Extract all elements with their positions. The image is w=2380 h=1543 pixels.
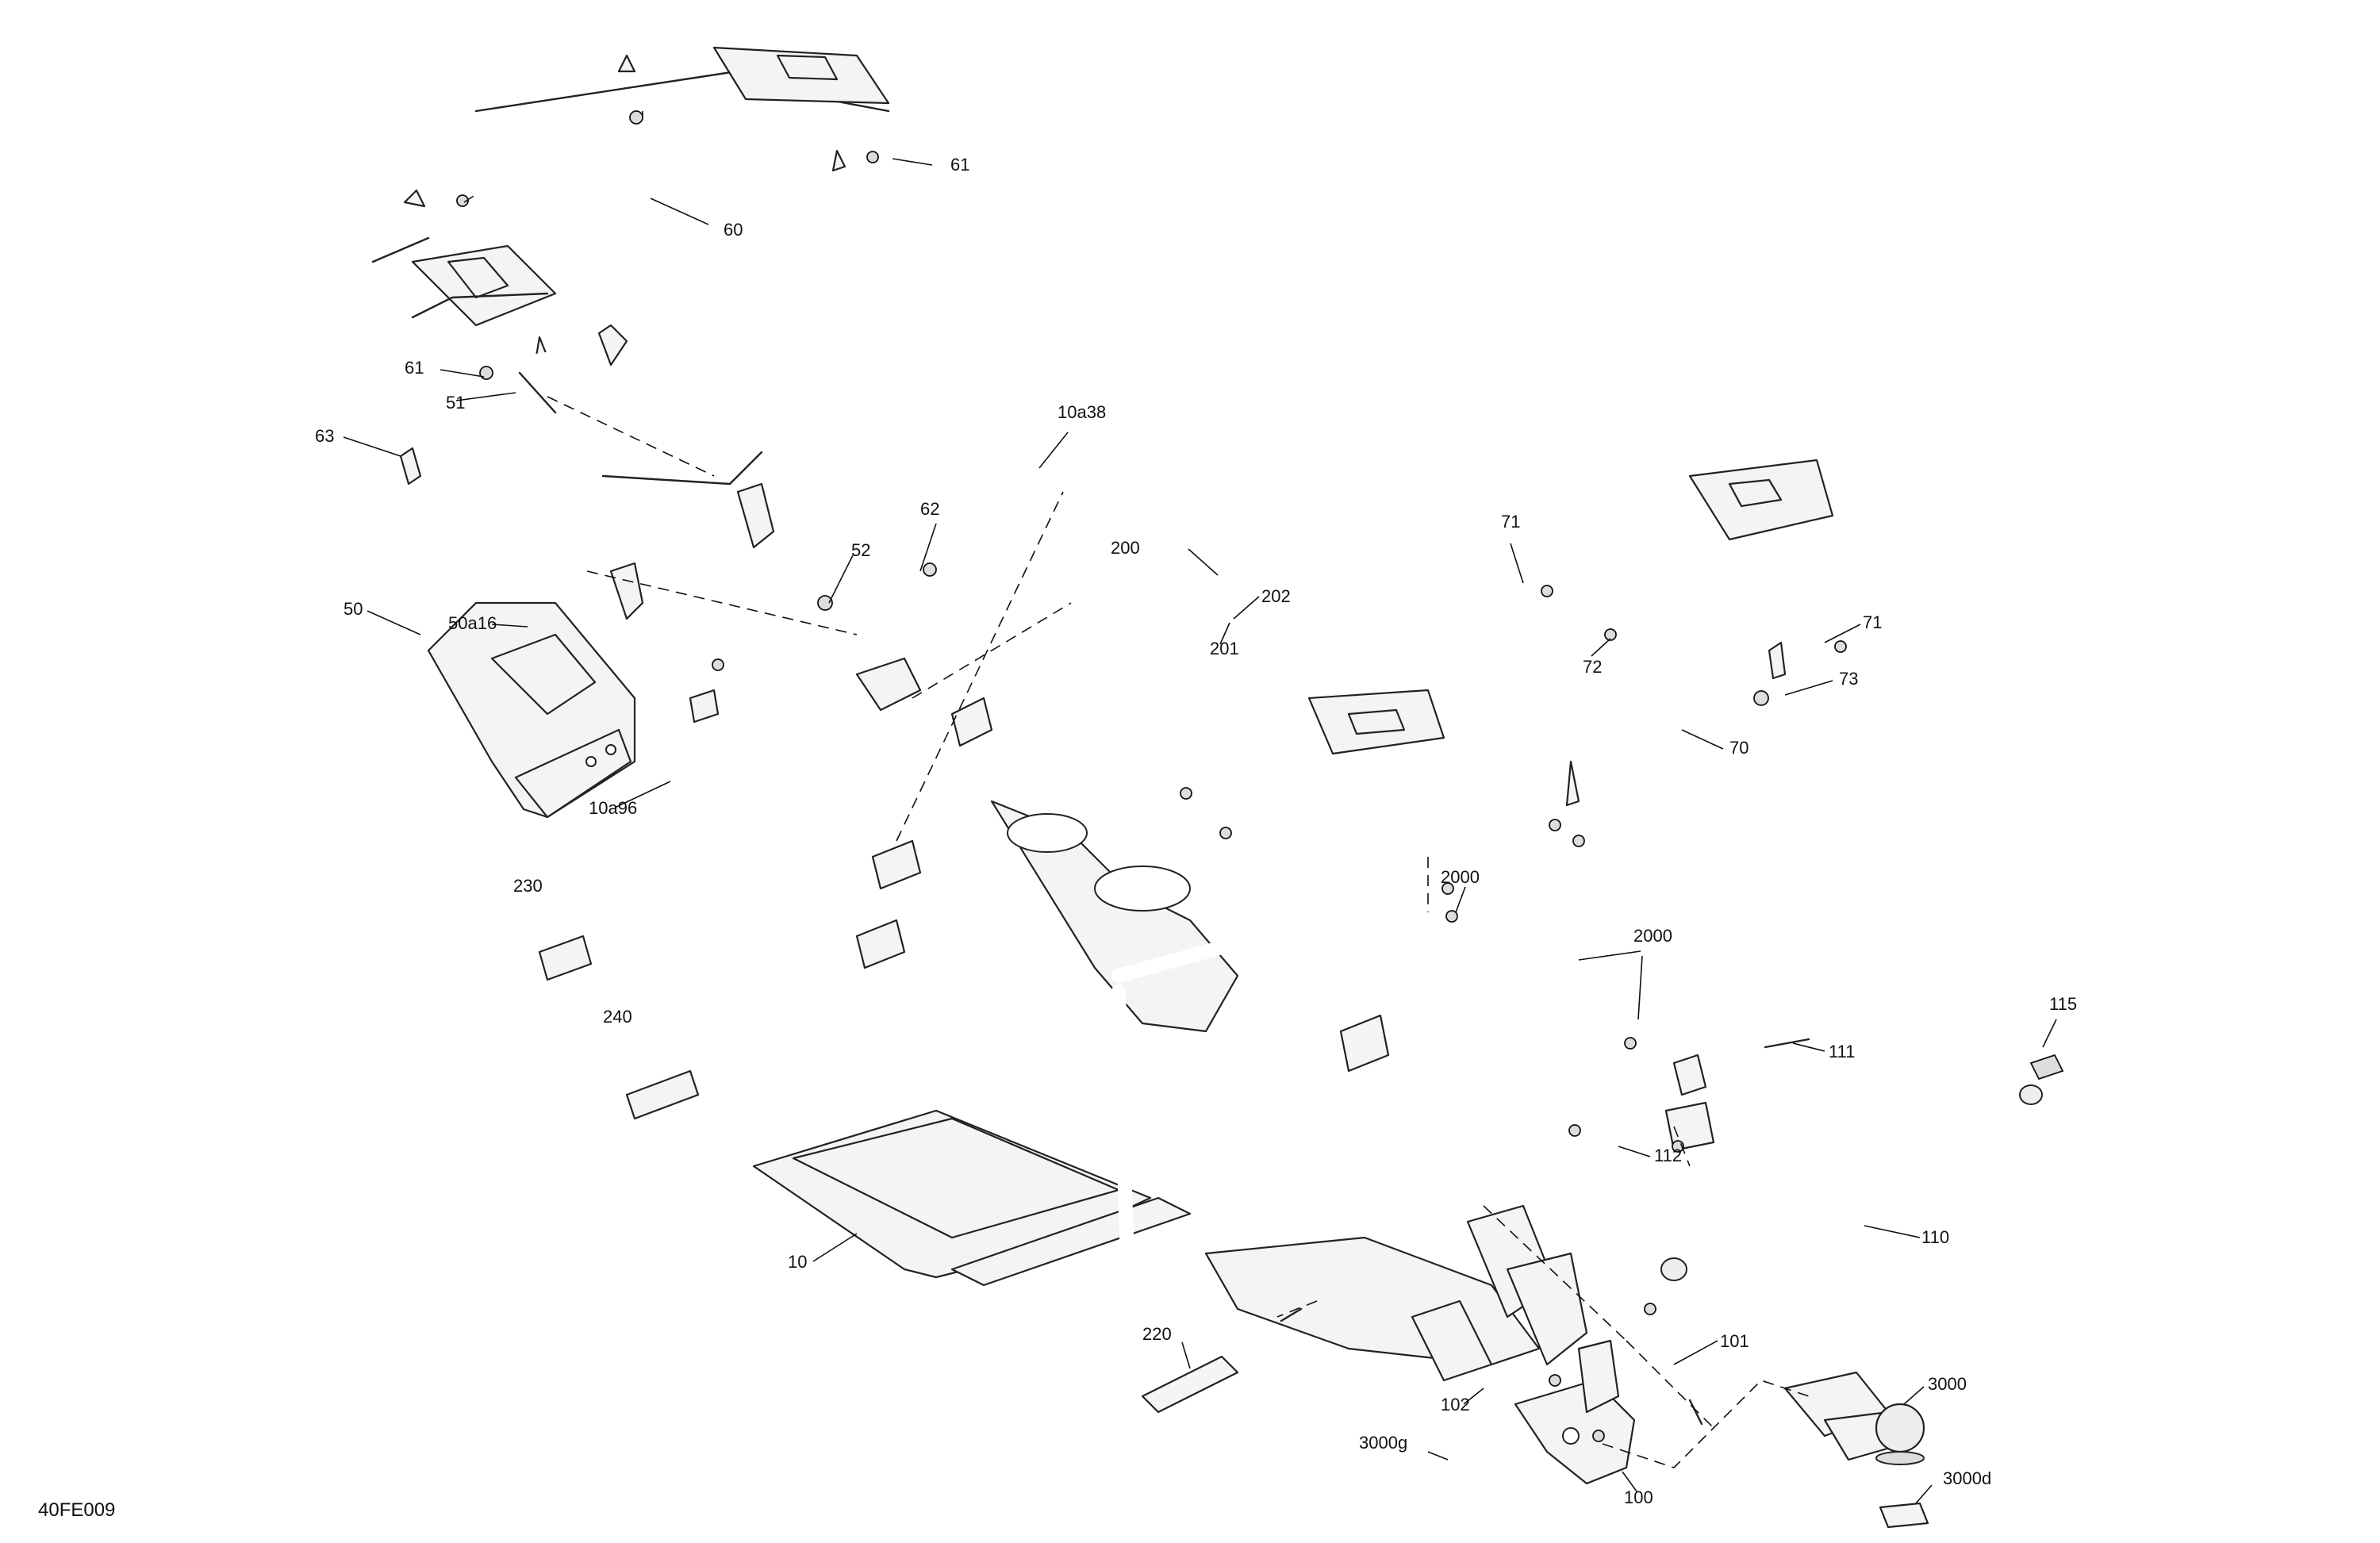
callout-71b: 71 [1863,612,1882,632]
callout-61b: 61 [405,358,424,378]
callout-62: 62 [920,499,939,519]
hitch-bracket-100 [1514,1339,1636,1485]
callout-3000g: 3000g [1359,1433,1407,1453]
callout-10a38: 10a38 [1058,402,1106,422]
assembly-lines [463,111,1810,1468]
callout-101: 101 [1720,1331,1749,1351]
front-rack-part-60 [365,21,916,363]
fasteners [456,110,2064,1442]
gusset-plate-240 [625,1069,700,1120]
front-bumper-part-50 [399,324,775,819]
callout-61a: 61 [950,155,969,175]
callout-112: 112 [1654,1146,1682,1165]
callout-52: 52 [851,540,870,560]
callout-51: 51 [446,393,465,413]
callout-3000: 3000 [1928,1374,1967,1394]
callout-102: 102 [1441,1395,1470,1414]
callout-50: 50 [344,599,363,619]
callout-3000d: 3000d [1943,1468,1991,1488]
callout-200: 200 [1111,538,1140,558]
callout-115: 115 [2049,994,2077,1014]
rear-bumper-part-110 [1656,1058,2043,1281]
callout-71a: 71 [1501,512,1520,532]
callout-63: 63 [315,426,334,446]
hitch-pin-3000g [1434,1418,1486,1470]
callout-220: 220 [1142,1324,1172,1344]
rear-rack-part-70 [1286,445,1848,807]
callout-100: 100 [1624,1487,1653,1507]
main-frame-part-10 [689,539,1729,1382]
callout-111: 111 [1829,1042,1855,1061]
callout-230: 230 [513,876,543,896]
callout-60: 60 [724,220,743,240]
hitch-ball-3000d [1875,1403,1929,1529]
leader-lines [343,158,2057,1504]
drawing-code: 40FE009 [38,1499,115,1521]
callout-240: 240 [603,1007,632,1027]
callout-10: 10 [788,1252,807,1272]
callout-50a16: 50a16 [448,613,497,633]
callout-202: 202 [1261,586,1291,606]
gusset-plate-230 [538,935,593,981]
callout-70: 70 [1729,738,1749,758]
callout-72: 72 [1583,657,1602,677]
callout-2000b: 2000 [1633,926,1672,946]
callout-110: 110 [1921,1227,1949,1247]
callout-73: 73 [1839,669,1858,689]
callout-201: 201 [1210,639,1239,658]
bracket-220 [1141,1355,1239,1414]
callout-10a96: 10a96 [589,798,637,818]
callout-2000a: 2000 [1441,867,1480,887]
